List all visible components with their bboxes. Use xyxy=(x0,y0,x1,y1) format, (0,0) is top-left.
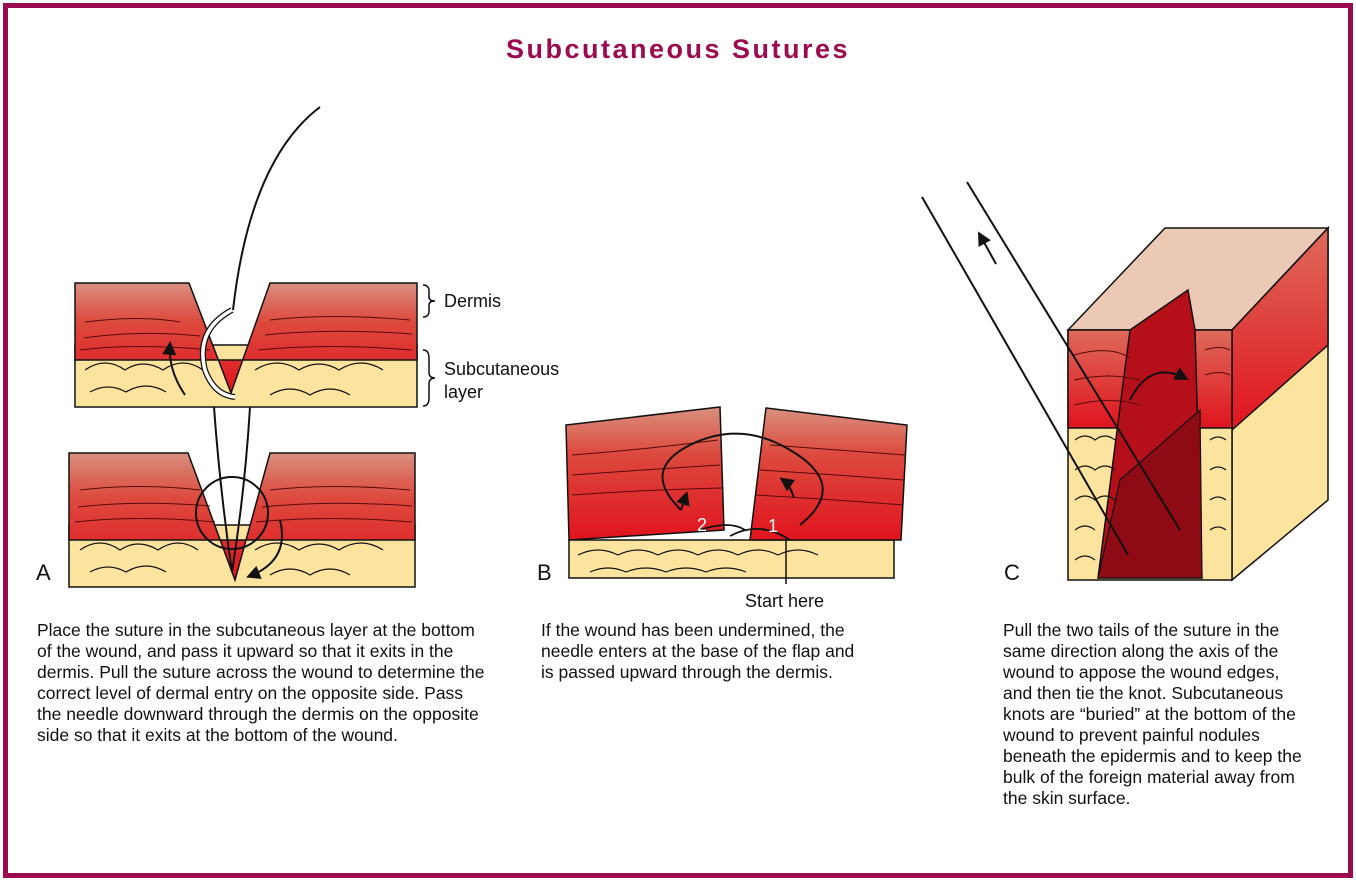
subcutaneous-bracket xyxy=(423,350,435,406)
panel-a-bottom-tissue xyxy=(69,407,415,587)
panel-c-caption: Pull the two tails of the suture in the … xyxy=(1003,620,1313,809)
dermis-bracket xyxy=(423,285,435,317)
panel-a-top-tissue xyxy=(75,107,417,407)
panel-c-letter: C xyxy=(1004,560,1020,586)
panel-a-letter: A xyxy=(36,560,51,586)
step-2-label: 2 xyxy=(697,515,707,535)
panel-b-illustration xyxy=(566,407,907,584)
subcutaneous-label-line2: layer xyxy=(444,381,483,403)
panel-c-illustration xyxy=(922,182,1328,580)
start-here-label: Start here xyxy=(745,590,824,612)
dermis-label: Dermis xyxy=(444,290,501,312)
panel-a-caption: Place the suture in the subcutaneous lay… xyxy=(37,620,487,746)
step-1-label: 1 xyxy=(768,516,778,536)
panel-b-letter: B xyxy=(537,560,552,586)
subcutaneous-label: Subcutaneous xyxy=(444,358,559,380)
panel-a-illustration xyxy=(69,107,435,587)
panel-b-caption: If the wound has been undermined, the ne… xyxy=(541,620,871,683)
